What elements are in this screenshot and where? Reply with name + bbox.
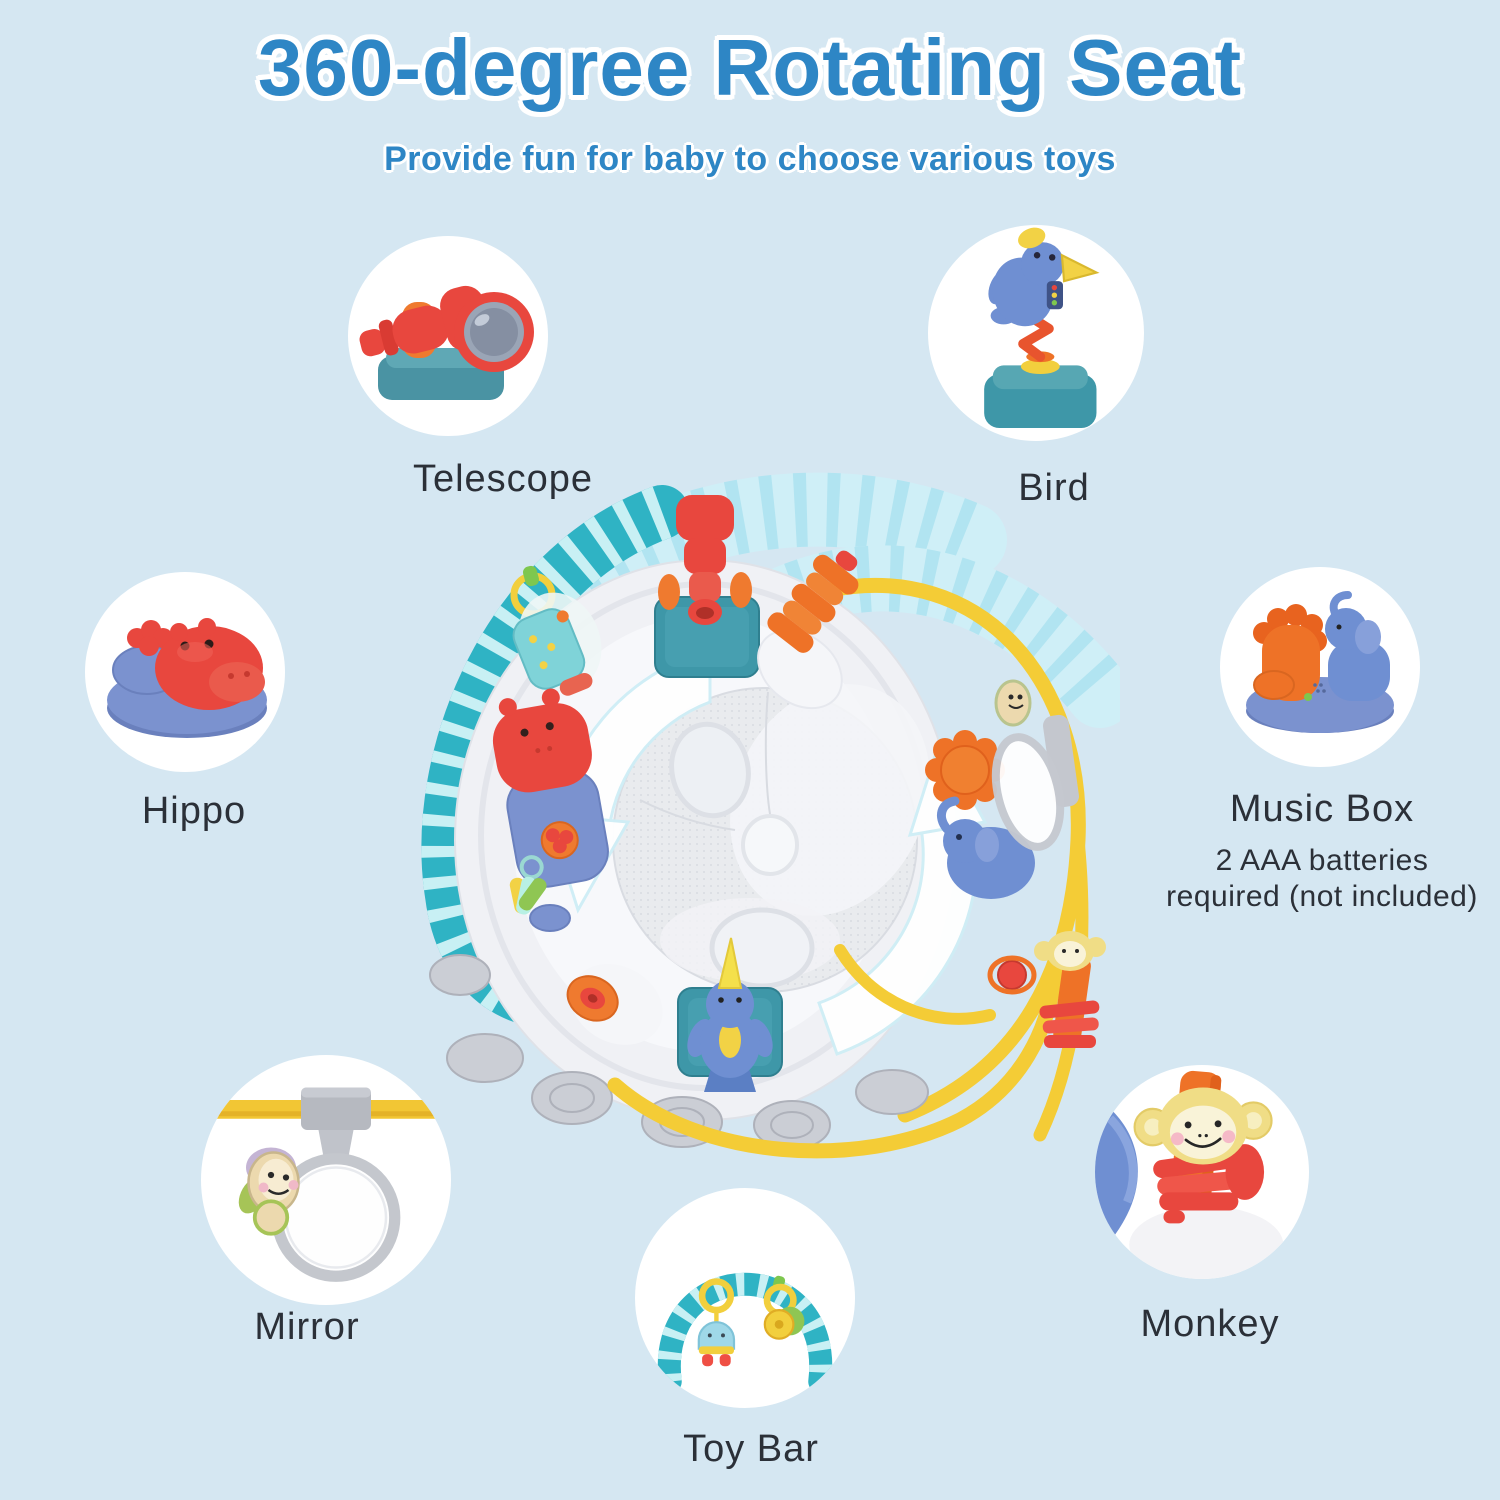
music-box-note-line1: 2 AAA batteries [1215, 844, 1429, 877]
keys-toy [509, 855, 547, 915]
hippo-on-seat [492, 688, 609, 888]
monkey-photo-circle [1095, 1065, 1309, 1279]
rotating-seat-photo [400, 470, 1120, 1190]
mirror-toy-image [206, 1087, 446, 1282]
rotating-seat-illustration [421, 472, 1120, 1159]
spring-mount [757, 550, 859, 710]
seat-cushion [612, 684, 930, 993]
page-title: 360-degree Rotating Seat [257, 23, 1243, 112]
elephant-toy [936, 796, 1035, 899]
mirror-on-seat [991, 679, 1079, 851]
yellow-tube-lower [607, 944, 1063, 1159]
music-box-label: Music Box [1229, 788, 1415, 830]
blue-knob [529, 904, 571, 932]
sunflower-toy [925, 730, 1005, 810]
bird-photo-circle [928, 225, 1144, 441]
mirror-photo-circle [201, 1055, 451, 1305]
hippo-toy-image [107, 618, 267, 738]
bird-on-seat [677, 937, 783, 1092]
bird-label: Bird [1018, 467, 1090, 509]
music-box-note-line2: required (not included) [1166, 880, 1478, 913]
arch-connector [566, 963, 663, 1045]
monkey-label: Monkey [1140, 1303, 1280, 1345]
telescope-toy-image [359, 285, 534, 400]
bird-toy-image [984, 227, 1100, 429]
hippo-photo-circle [85, 572, 285, 772]
hippo-label: Hippo [141, 790, 247, 832]
music-box-photo-circle [1220, 567, 1420, 767]
mirror-label: Mirror [254, 1306, 360, 1348]
music-box-toy-image [1246, 591, 1394, 733]
flip-card-toy [510, 565, 602, 696]
telescope-on-seat [654, 495, 760, 678]
page-subtitle: Provide fun for baby to choose various t… [384, 140, 1116, 178]
toy-bar-label: Toy Bar [683, 1428, 819, 1470]
monkey-toy-image [1095, 1070, 1284, 1279]
toy-bar-image [657, 1272, 833, 1394]
telescope-label: Telescope [412, 458, 594, 500]
telescope-photo-circle [348, 236, 548, 436]
monkey-on-seat [987, 931, 1106, 1048]
toy-bar-photo-circle [635, 1188, 855, 1408]
